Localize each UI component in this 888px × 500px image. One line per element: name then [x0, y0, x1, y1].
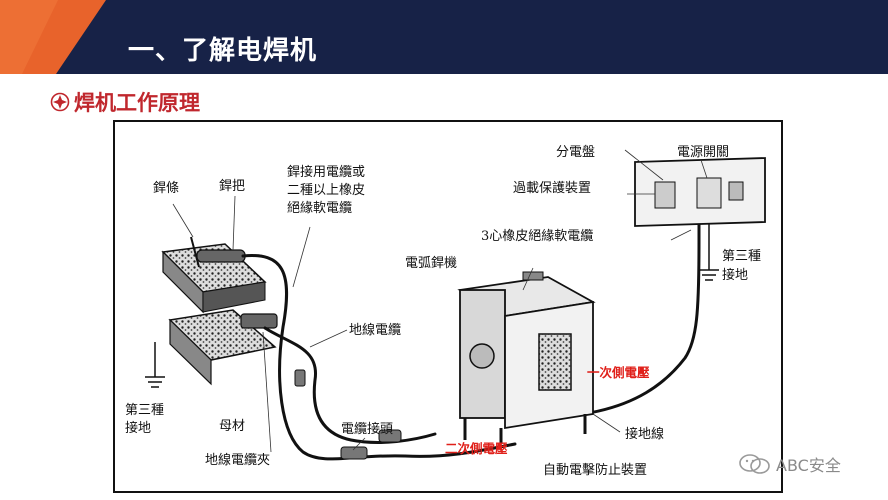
label-third-ground-left-2: 接地 — [125, 421, 152, 436]
cable-connectors — [294, 369, 402, 460]
page-title: 一、了解电焊机 — [128, 36, 318, 66]
distribution-panel — [634, 157, 766, 227]
label-secondary-voltage: 二次側電壓 — [445, 441, 508, 456]
label-welding-cable-3: 絕緣軟電纜 — [287, 201, 353, 216]
label-arc-welder: 電弧銲機 — [405, 256, 458, 271]
label-base-metal: 母材 — [219, 419, 246, 434]
label-ground-wire: 接地線 — [625, 427, 665, 442]
watermark-text: ABC安全 — [776, 456, 841, 475]
label-third-ground-right-2: 接地 — [722, 268, 749, 283]
wechat-icon — [739, 454, 770, 474]
electrode-holder — [190, 236, 246, 268]
label-holder: 銲把 — [219, 179, 246, 194]
header-bar — [0, 0, 888, 74]
label-electrode: 銲條 — [153, 181, 180, 196]
ground-clamp — [240, 313, 278, 329]
label-ground-clamp: 地線電纜夾 — [205, 453, 271, 468]
label-welding-cable-2: 二種以上橡皮 — [287, 183, 366, 198]
label-cable-connector: 電纜接頭 — [341, 422, 394, 437]
label-third-ground-right-1: 第三種 — [722, 249, 762, 264]
label-welding-cable-1: 銲接用電纜或 — [287, 165, 366, 180]
section-title: 焊机工作原理 — [74, 91, 200, 115]
welder-diagram: 銲條 銲把 銲接用電纜或 二種以上橡皮 絕緣軟電纜 分電盤 電源開關 過載保護裝… — [113, 120, 783, 493]
label-power-switch: 電源開關 — [677, 145, 730, 160]
base-metal-plates — [161, 243, 277, 386]
label-leader-lines — [172, 149, 708, 453]
label-anti-shock-device: 自動電擊防止裝置 — [543, 463, 648, 478]
ground-symbols — [145, 224, 719, 388]
label-three-core-cable: 3心橡皮絕緣軟電纜 — [481, 229, 594, 244]
orange-corner-decoration — [0, 0, 106, 74]
cross-bullet-icon — [50, 92, 70, 112]
label-distribution-panel: 分電盤 — [556, 145, 596, 160]
arc-welder-machine — [457, 271, 596, 444]
label-primary-voltage: 一次側電壓 — [587, 365, 650, 380]
watermark: ABC安全 — [738, 452, 841, 476]
label-ground-cable: 地線電纜 — [349, 323, 402, 338]
label-overload-protection: 過載保護裝置 — [513, 181, 592, 196]
section-heading: 焊机工作原理 — [50, 87, 200, 117]
label-third-ground-left-1: 第三種 — [125, 403, 165, 418]
welder-diagram-drawing — [145, 149, 766, 461]
